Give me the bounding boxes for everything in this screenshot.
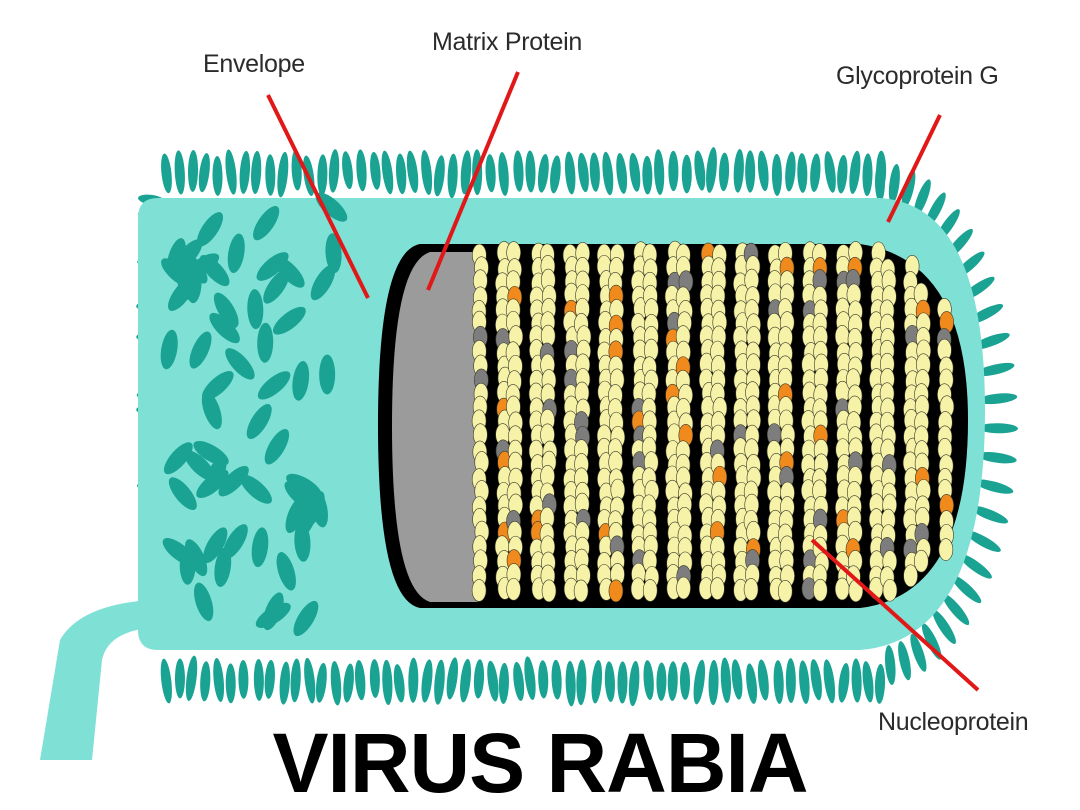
nucleoprotein-coils [472, 241, 954, 602]
label-envelope: Envelope [203, 50, 305, 79]
label-matrix-protein: Matrix Protein [432, 28, 582, 57]
diagram-title: VIRUS RABIA [0, 718, 1080, 808]
matrix-protein-layer [392, 252, 478, 602]
label-glycoprotein-g: Glycoprotein G [836, 62, 999, 91]
